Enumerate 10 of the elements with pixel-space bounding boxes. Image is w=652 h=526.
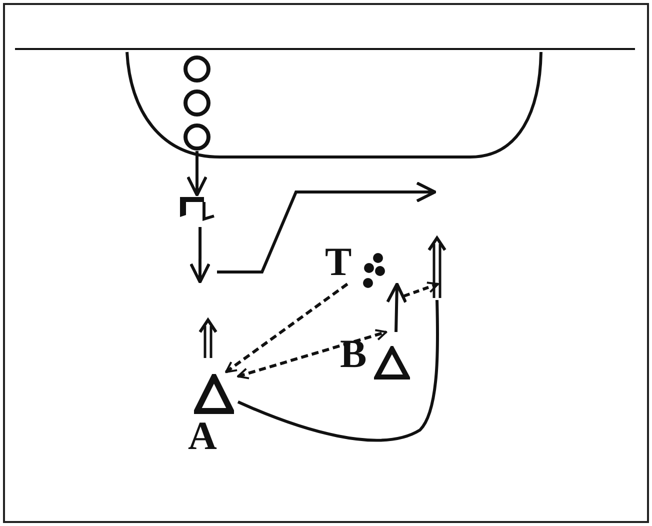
dashed-arrow [237, 329, 388, 380]
dashed-arrow [225, 282, 348, 374]
player-circle [183, 123, 211, 151]
player-circle [183, 89, 211, 117]
arrow [186, 151, 208, 196]
arrow [386, 282, 408, 332]
player-label: A [188, 416, 217, 456]
player-label: T [325, 242, 352, 282]
movement-line [237, 300, 440, 442]
player-circle [183, 55, 211, 83]
